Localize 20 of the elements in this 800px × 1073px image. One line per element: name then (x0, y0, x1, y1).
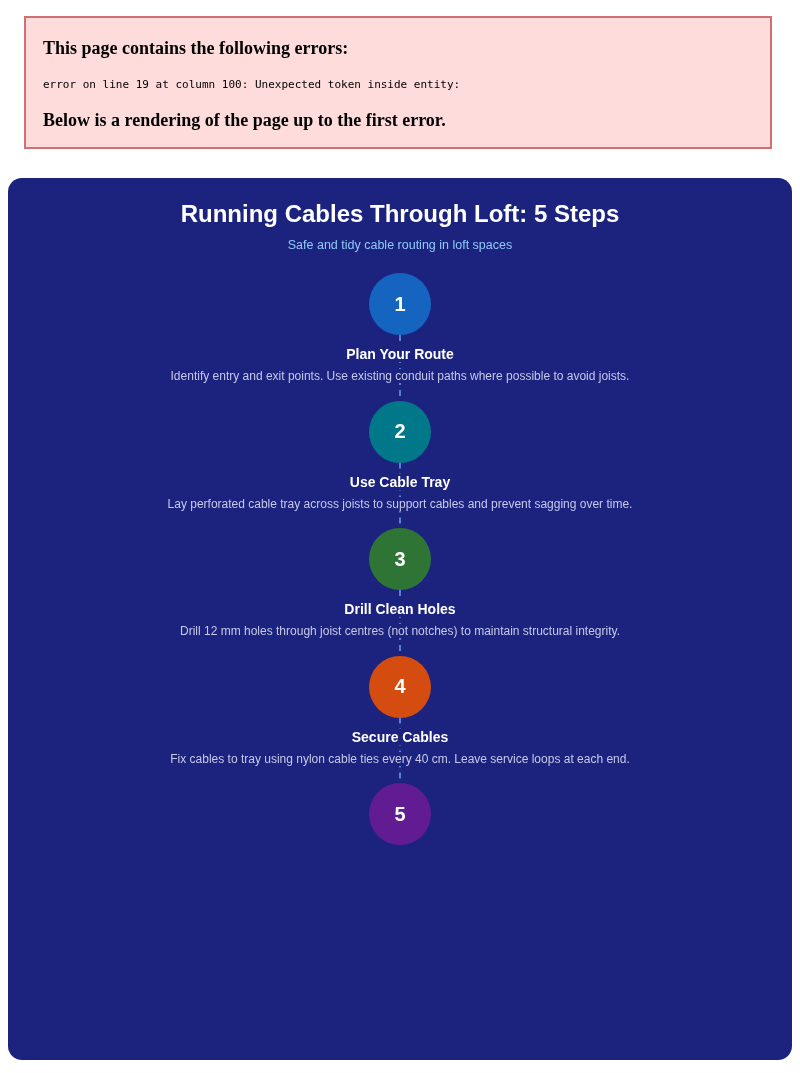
step-number-circle: 3 (369, 528, 431, 590)
step-description: Lay perforated cable tray across joists to support cables and prevent sagging over time. (166, 496, 634, 511)
error-detail: error on line 19 at column 100: Unexpected token inside entity: (43, 78, 461, 91)
step-number-circle: 4 (369, 655, 431, 718)
step-number-circle: 5 (369, 783, 431, 845)
step-description: Fix cables to tray using nylon cable ties every 40 cm. Leave service loops at each end. (169, 751, 631, 766)
step-title: Use Cable Tray (348, 473, 452, 490)
error-note: Below is a rendering of the page up to the first error. (43, 110, 446, 131)
subtitle: Safe and tidy cable routing in loft spaces (287, 238, 513, 252)
step-number-circle: 2 (369, 400, 431, 463)
step-number-circle: 1 (369, 273, 431, 335)
panel-background (8, 178, 792, 1060)
step-title: Drill Clean Holes (343, 601, 457, 617)
step-description: Identify entry and exit points. Use existing conduit paths where possible to avoid joists. (169, 369, 631, 383)
step-title: Secure Cables (350, 728, 450, 745)
diagram-title: Running Cables Through Loft: 5 Steps (180, 200, 620, 227)
step-title: Plan Your Route (345, 346, 455, 362)
error-heading: This page contains the following errors: (43, 38, 349, 59)
error-message-box (24, 16, 772, 149)
step-description: Drill 12 mm holes through joist centres (not notches) to maintain structural integrity. (179, 624, 621, 638)
